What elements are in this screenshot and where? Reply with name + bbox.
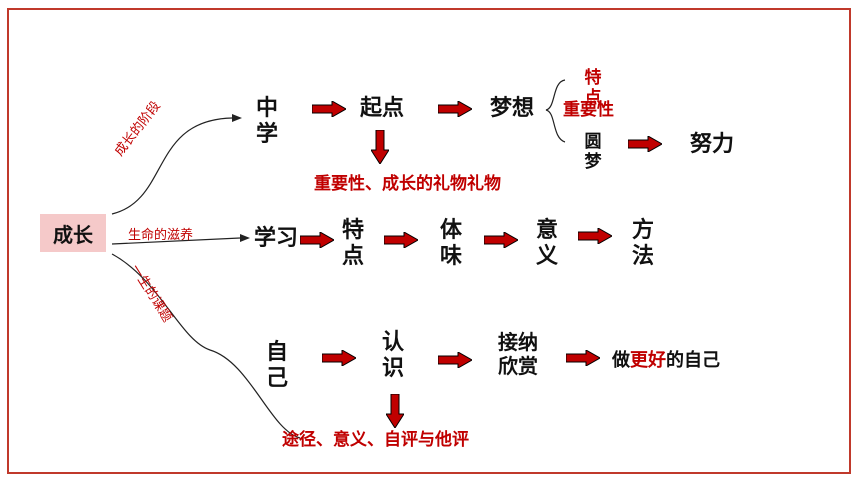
node-self: 自己 — [265, 340, 288, 392]
better-self-highlight: 更好 — [630, 350, 666, 371]
arrow-right-icon — [322, 350, 356, 366]
node-effort: 努力 — [690, 132, 735, 157]
node-dream: 梦想 — [490, 96, 535, 121]
diagram-frame — [7, 8, 851, 474]
node-realize-dream: 圆梦 — [584, 132, 602, 173]
note-evaluation: 途径、意义、自评与他评 — [282, 430, 469, 450]
node-dream-feature: 特点 — [584, 68, 602, 109]
node-better-self: 做更好的自己 — [612, 350, 720, 372]
node-accept-appreciate: 接纳欣赏 — [498, 330, 538, 378]
arrow-right-icon — [312, 101, 346, 117]
node-study: 学习 — [254, 226, 299, 251]
arrow-right-icon — [578, 228, 612, 244]
better-self-prefix: 做 — [612, 350, 630, 371]
arrow-right-icon — [566, 350, 600, 366]
arrow-right-icon — [628, 136, 662, 152]
node-dream-importance: 重要性 — [563, 100, 614, 120]
arrow-right-icon — [300, 232, 334, 248]
branch-label-nourishment: 生命的滋养 — [128, 228, 194, 243]
node-starting-point: 起点 — [360, 96, 405, 121]
node-meaning: 意义 — [535, 218, 558, 270]
node-middle-school: 中学 — [255, 96, 278, 148]
node-study-features: 特点 — [341, 218, 364, 270]
arrow-right-icon — [384, 232, 418, 248]
arrow-right-icon — [438, 101, 472, 117]
node-know: 认识 — [381, 330, 404, 382]
node-method: 方法 — [631, 218, 654, 270]
arrow-down-icon — [386, 394, 404, 428]
better-self-suffix: 的自己 — [666, 350, 720, 371]
note-growth-gift: 重要性、成长的礼物礼物 — [314, 174, 501, 194]
arrow-right-icon — [484, 232, 518, 248]
arrow-right-icon — [438, 352, 472, 368]
root-node: 成长 — [40, 214, 106, 252]
arrow-down-icon — [371, 130, 389, 164]
node-experience: 体味 — [439, 218, 462, 270]
